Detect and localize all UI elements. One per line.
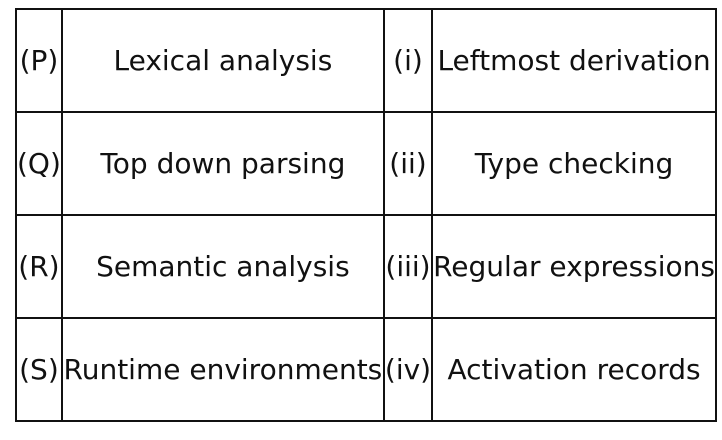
table-row: (R) Semantic analysis (iii) Regular expr… [15, 214, 718, 319]
table-row: (Q) Top down parsing (ii) Type checking [15, 111, 718, 216]
table-row: (S) Runtime environments (iv) Activation… [15, 317, 718, 422]
left-label-cell: (Q) [15, 111, 63, 216]
right-label-cell: (iii) [382, 214, 434, 319]
right-label-cell: (iv) [382, 317, 434, 422]
left-label-cell: (S) [15, 317, 63, 422]
right-label-cell: (i) [382, 8, 434, 113]
right-item-cell: Leftmost derivation [431, 8, 718, 113]
left-item-cell: Semantic analysis [60, 214, 385, 319]
right-item-cell: Type checking [431, 111, 718, 216]
left-label-cell: (P) [15, 8, 63, 113]
left-item-cell: Lexical analysis [60, 8, 385, 113]
left-item-cell: Top down parsing [60, 111, 385, 216]
left-item-cell: Runtime environments [60, 317, 385, 422]
right-label-cell: (ii) [382, 111, 434, 216]
left-label-cell: (R) [15, 214, 63, 319]
right-item-cell: Regular expressions [431, 214, 718, 319]
table-row: (P) Lexical analysis (i) Leftmost deriva… [15, 8, 718, 113]
right-item-cell: Activation records [431, 317, 718, 422]
match-table: (P) Lexical analysis (i) Leftmost deriva… [15, 8, 718, 422]
